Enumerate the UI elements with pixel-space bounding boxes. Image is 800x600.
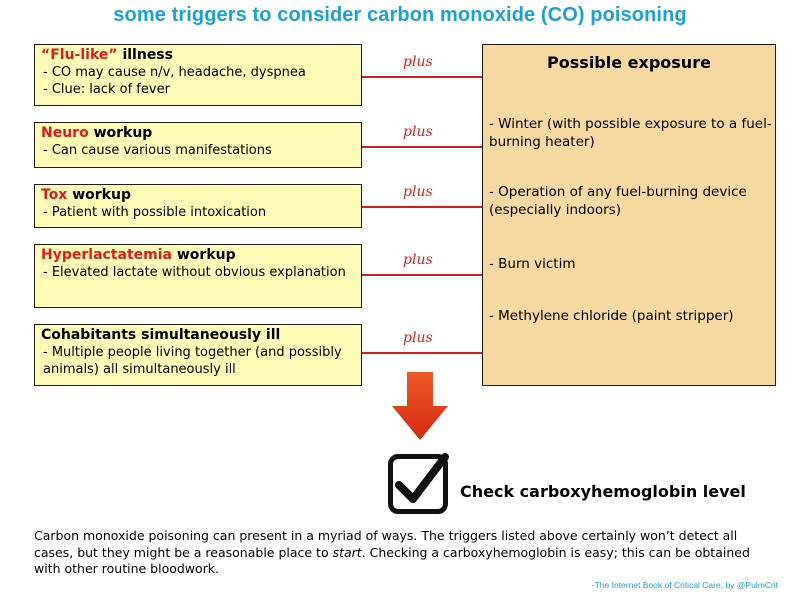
connector-line bbox=[362, 274, 482, 276]
trigger-highlight: Tox bbox=[41, 187, 68, 203]
trigger-highlight: Neuro bbox=[41, 125, 89, 141]
connector-line bbox=[362, 352, 482, 354]
exposure-box: Possible exposure - Winter (with possibl… bbox=[482, 44, 776, 386]
trigger-heading-rest: workup bbox=[171, 247, 236, 263]
checkbox-icon bbox=[388, 453, 449, 514]
exposure-item: - Operation of any fuel-burning device (… bbox=[489, 184, 747, 218]
trigger-heading: Cohabitants simultaneously ill bbox=[41, 327, 355, 344]
credit-text: -The Internet Book of Critical Care, by … bbox=[591, 580, 778, 590]
paragraph-emphasis: start bbox=[332, 544, 362, 560]
plus-label: plus bbox=[403, 54, 433, 70]
paragraph-text: . Checking a carboxyhemoglobin is easy; … bbox=[34, 544, 750, 577]
trigger-heading-rest: illness bbox=[117, 47, 173, 63]
trigger-line: - Multiple people living together (and p… bbox=[43, 345, 342, 377]
plus-label: plus bbox=[403, 330, 433, 346]
trigger-box-flu: “Flu-like” illness - CO may cause n/v, h… bbox=[34, 44, 362, 106]
trigger-heading-rest: workup bbox=[88, 125, 153, 141]
trigger-heading: Hyperlactatemia workup bbox=[41, 247, 355, 264]
trigger-box-tox: Tox workup - Patient with possible intox… bbox=[34, 184, 362, 228]
trigger-line: - Elevated lactate without obvious expla… bbox=[43, 265, 346, 280]
exposure-item: - Burn victim bbox=[489, 256, 576, 272]
connector-line bbox=[362, 76, 482, 78]
exposure-item: - Winter (with possible exposure to a fu… bbox=[489, 116, 772, 150]
plus-label: plus bbox=[403, 124, 433, 140]
trigger-line: - Can cause various manifestations bbox=[43, 143, 272, 158]
trigger-box-neuro: Neuro workup - Can cause various manifes… bbox=[34, 122, 362, 168]
connector-line bbox=[362, 206, 482, 208]
trigger-highlight: “Flu-like” bbox=[41, 47, 118, 63]
trigger-highlight: Hyperlactatemia bbox=[41, 247, 172, 263]
trigger-box-hyperlactatemia: Hyperlactatemia workup - Elevated lactat… bbox=[34, 244, 362, 308]
paragraph-text: Carbon monoxide poisoning can present in… bbox=[34, 528, 738, 560]
trigger-heading-rest: workup bbox=[67, 187, 131, 203]
diagram-title: some triggers to consider carbon monoxid… bbox=[113, 4, 687, 26]
check-mark-icon bbox=[395, 453, 449, 503]
result-text: Check carboxyhemoglobin level bbox=[460, 482, 746, 501]
exposure-title: Possible exposure bbox=[547, 53, 711, 72]
plus-label: plus bbox=[403, 252, 433, 268]
trigger-line: - Clue: lack of fever bbox=[43, 82, 170, 97]
footer-paragraph: Carbon monoxide poisoning can present in… bbox=[34, 528, 774, 578]
trigger-heading-rest: Cohabitants simultaneously ill bbox=[41, 327, 281, 343]
plus-label: plus bbox=[403, 184, 433, 200]
trigger-box-cohabitants: Cohabitants simultaneously ill - Multipl… bbox=[34, 324, 362, 386]
trigger-line: - CO may cause n/v, headache, dyspnea bbox=[43, 65, 306, 80]
trigger-line: - Patient with possible intoxication bbox=[43, 205, 267, 220]
connector-line bbox=[362, 146, 482, 148]
exposure-item: - Methylene chloride (paint stripper) bbox=[489, 308, 734, 324]
down-arrow-icon bbox=[392, 372, 448, 440]
trigger-heading: Tox workup bbox=[41, 187, 355, 204]
trigger-heading: Neuro workup bbox=[41, 125, 355, 142]
trigger-heading: “Flu-like” illness bbox=[41, 47, 355, 64]
